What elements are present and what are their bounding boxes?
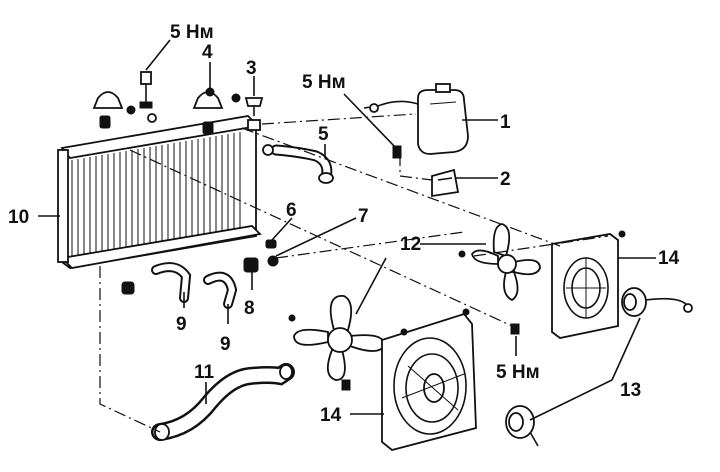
fan-large [288, 295, 385, 381]
fan-motor-rear [621, 287, 693, 317]
small-hose-b [203, 271, 238, 309]
radiator [57, 115, 262, 269]
torque-shroud: 5 Нм [496, 362, 540, 383]
leader-lines [38, 39, 656, 421]
fan-shroud-front [381, 308, 477, 451]
fan-motor-front [505, 405, 539, 447]
callout-5: 5 [318, 124, 329, 145]
coolant-reservoir [363, 83, 469, 155]
callout-12: 12 [400, 234, 421, 255]
callout-6: 6 [286, 200, 297, 221]
callout-10: 10 [8, 207, 29, 228]
radiator-cap [244, 97, 264, 116]
lower-radiator-hose [151, 363, 295, 441]
callout-11: 11 [194, 362, 215, 383]
callout-1: 1 [500, 112, 511, 133]
lower-bush-8 [243, 257, 259, 273]
reservoir-bolt [392, 145, 402, 159]
callout-9-right: 9 [220, 334, 231, 355]
callout-3: 3 [246, 58, 257, 79]
fan-shroud-rear [551, 230, 626, 339]
assembly-lines [99, 113, 609, 433]
small-hose-a [151, 262, 192, 303]
callout-14-rear: 14 [658, 248, 680, 269]
callout-labels: 1 2 3 4 5 6 7 8 9 9 10 11 12 13 14 14 5 … [8, 22, 680, 426]
fan-small [458, 223, 541, 302]
grommet-6 [265, 239, 279, 267]
callout-13: 13 [620, 380, 641, 401]
torque-reservoir: 5 Нм [302, 72, 346, 93]
callout-9-left: 9 [176, 314, 187, 335]
overflow-hose [262, 144, 334, 184]
reservoir-bracket [431, 168, 460, 198]
top-mount-bracket-right [192, 87, 241, 135]
callout-2: 2 [500, 169, 511, 190]
drain-plug [121, 281, 135, 295]
callout-4: 4 [202, 42, 213, 63]
torque-top: 5 Нм [170, 22, 214, 43]
top-mount-bracket-left [92, 91, 157, 129]
callout-14-front: 14 [320, 405, 342, 426]
callout-8: 8 [244, 298, 255, 319]
callout-7: 7 [358, 206, 369, 227]
shroud-bolt [341, 323, 520, 391]
bolt-top [139, 71, 153, 109]
